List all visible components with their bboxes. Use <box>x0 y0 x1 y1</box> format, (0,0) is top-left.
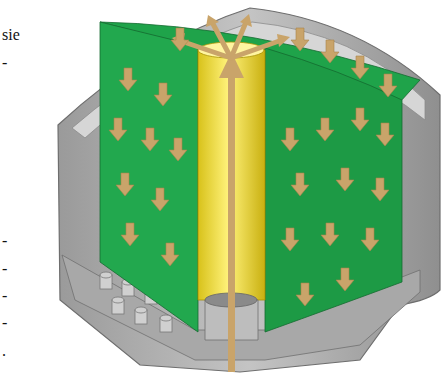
text-fragment: - <box>2 260 7 278</box>
flow-arrows-out <box>172 14 290 58</box>
text-fragment: . <box>2 342 6 360</box>
flow-arrow-up <box>219 52 244 372</box>
text-fragment: - <box>2 287 7 305</box>
filter-media-left <box>100 22 198 332</box>
filter-media-right <box>265 48 402 332</box>
text-fragment: sie <box>2 26 20 44</box>
text-fragment: - <box>2 314 7 332</box>
housing-shell <box>58 8 440 372</box>
text-fragment: - <box>2 232 7 250</box>
flow-arrows-down <box>109 28 397 306</box>
text-fragment: - <box>2 54 7 72</box>
